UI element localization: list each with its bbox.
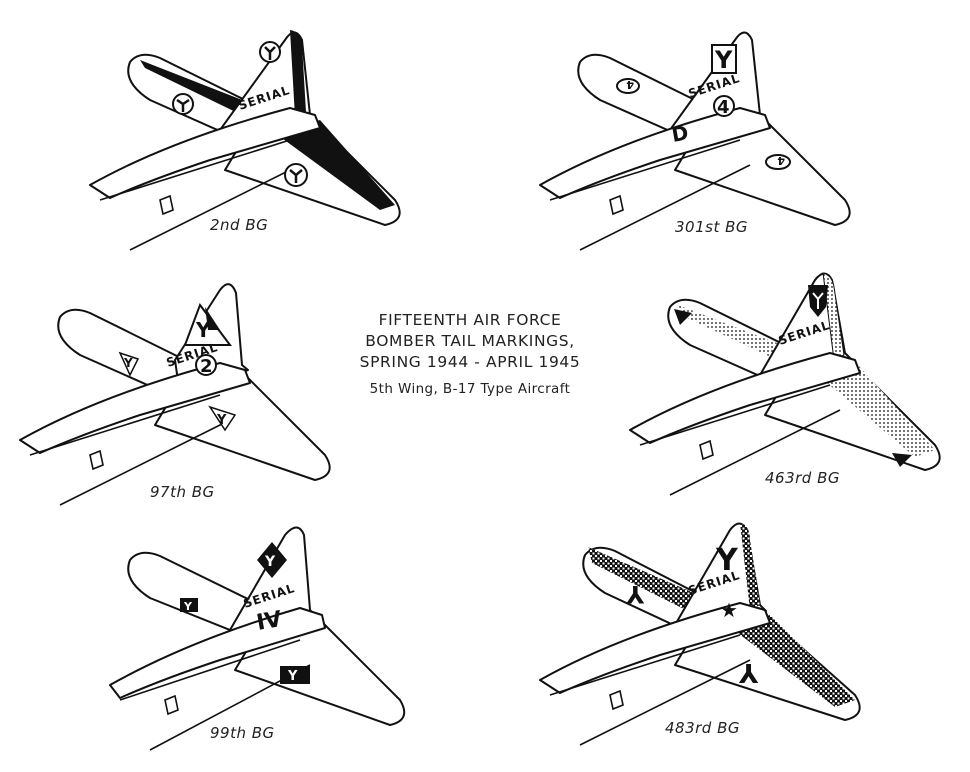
panel-label-463rd-bg: 463rd BG xyxy=(765,469,840,487)
panel-97th-bg: Y 2 SERIAL Y Y 97th BG xyxy=(19,275,460,525)
fin-number: 2 xyxy=(200,356,213,377)
panel-label-99th-bg: 99th BG xyxy=(210,724,275,742)
svg-text:Y: Y xyxy=(183,600,193,613)
title-block: FIFTEENTH AIR FORCE BOMBER TAIL MARKINGS… xyxy=(340,310,600,397)
panel-463rd-bg: SERIAL 463rd BG xyxy=(629,265,970,515)
fuselage-letter: D xyxy=(670,120,691,147)
panel-label-301st-bg: 301st BG xyxy=(675,218,748,236)
svg-text:★: ★ xyxy=(720,598,738,622)
title-line-2: BOMBER TAIL MARKINGS, xyxy=(365,332,575,350)
title-subtitle: 5th Wing, B-17 Type Aircraft xyxy=(369,381,571,397)
panel-label-97th-bg: 97th BG xyxy=(150,483,215,501)
tail-drawing-2nd-bg: SERIAL 2nd BG xyxy=(89,30,401,251)
svg-text:Y: Y xyxy=(264,554,276,570)
fin-number: 4 xyxy=(717,97,730,118)
svg-text:Y: Y xyxy=(216,413,227,428)
panel-label-483rd-bg: 483rd BG xyxy=(665,719,740,737)
title-line-3: SPRING 1944 - APRIL 1945 xyxy=(359,353,581,371)
tail-drawing-301st-bg: 4 4 Y 4 SERIAL D 301st BG xyxy=(539,31,851,251)
svg-text:Y: Y xyxy=(287,669,298,684)
panel-483rd-bg: Y SERIAL ★ Y Y 483rd BG xyxy=(539,515,970,765)
fin-letter: Y xyxy=(715,543,739,578)
panel-301st-bg: 4 4 Y 4 SERIAL D 301st BG xyxy=(539,20,970,270)
fin-number: IV xyxy=(255,607,284,636)
svg-text:4: 4 xyxy=(777,154,785,167)
svg-text:Y: Y xyxy=(123,356,133,370)
panel-2nd-bg: SERIAL 2nd BG xyxy=(89,20,530,270)
tail-drawing-463rd-bg: SERIAL 463rd BG xyxy=(629,272,941,496)
panel-99th-bg: Y SERIAL IV Y Y 99th BG xyxy=(109,520,550,770)
title-line-1: FIFTEENTH AIR FORCE xyxy=(378,311,562,329)
tail-drawing-99th-bg: Y SERIAL IV Y Y 99th BG xyxy=(109,526,406,751)
tail-drawing-483rd-bg: Y SERIAL ★ Y Y 483rd BG xyxy=(539,522,861,746)
svg-text:4: 4 xyxy=(626,78,634,91)
fin-letter: Y xyxy=(714,46,733,74)
tail-drawing-97th-bg: Y 2 SERIAL Y Y 97th BG xyxy=(19,283,331,506)
panel-label-2nd-bg: 2nd BG xyxy=(210,216,268,234)
svg-text:Y: Y xyxy=(626,580,645,608)
fin-letter: Y xyxy=(195,318,211,342)
wing-letter: Y xyxy=(738,657,759,687)
